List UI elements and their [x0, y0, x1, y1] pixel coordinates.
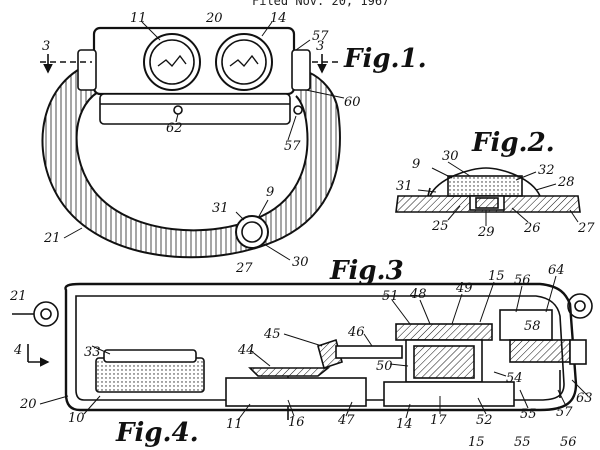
- ref-57-lower: 57: [284, 139, 301, 154]
- ref-48: 48: [410, 287, 427, 302]
- ref-50: 50: [376, 359, 393, 374]
- ref-15-bottom: 15: [468, 435, 485, 450]
- figure-3-mechanism: [12, 275, 593, 421]
- ref-3-left: 3: [42, 39, 51, 54]
- ref-52: 52: [476, 413, 493, 428]
- ref-58: 58: [524, 319, 541, 334]
- figure-1-device: [40, 21, 345, 261]
- ref-21: 21: [44, 231, 61, 246]
- ref-11: 11: [130, 11, 147, 26]
- figure-2-section: [395, 161, 581, 226]
- filing-date-header: Filed Nov. 20, 1967: [252, 0, 390, 8]
- ref-44: 44: [238, 343, 255, 358]
- ref-49: 49: [456, 281, 473, 296]
- ref-54: 54: [506, 371, 523, 386]
- ref-3-right: 3: [316, 39, 325, 54]
- ref-20: 20: [206, 11, 223, 26]
- ref-25: 25: [432, 219, 449, 234]
- figure-4-label: Fig.4.: [116, 418, 199, 448]
- figure-1-label: Fig.1.: [344, 44, 427, 74]
- ref-46: 46: [348, 325, 365, 340]
- ref-56-bottom: 56: [560, 435, 577, 450]
- ref-31-fig2: 31: [396, 179, 413, 194]
- ref-21-fig3: 21: [10, 289, 27, 304]
- ref-27: 27: [236, 261, 253, 276]
- figure-2-label: Fig.2.: [472, 128, 555, 158]
- ref-28: 28: [558, 175, 575, 190]
- ref-4: 4: [14, 343, 23, 358]
- ref-10: 10: [68, 411, 85, 426]
- ref-55: 55: [520, 407, 537, 422]
- ref-30: 30: [292, 255, 309, 270]
- ref-26: 26: [524, 221, 541, 236]
- ref-51: 51: [382, 289, 399, 304]
- ref-63: 63: [576, 391, 593, 406]
- ref-17: 17: [430, 413, 447, 428]
- ref-55-bottom: 55: [514, 435, 531, 450]
- figure-3-label: Fig.3: [330, 256, 404, 286]
- ref-14-fig4: 14: [396, 417, 413, 432]
- ref-33: 33: [84, 345, 101, 360]
- ref-32: 32: [538, 163, 555, 178]
- ref-11-fig4: 11: [226, 417, 243, 432]
- ref-20-fig4: 20: [20, 397, 37, 412]
- ref-15: 15: [488, 269, 505, 284]
- ref-45: 45: [264, 327, 281, 342]
- ref-47: 47: [338, 413, 355, 428]
- ref-29: 29: [478, 225, 495, 240]
- ref-62: 62: [166, 121, 183, 136]
- ref-9-fig2: 9: [412, 157, 421, 172]
- ref-64: 64: [548, 263, 565, 278]
- ref-30-fig2: 30: [442, 149, 459, 164]
- ref-31: 31: [212, 201, 229, 216]
- ref-9: 9: [266, 185, 275, 200]
- ref-57: 57: [312, 29, 329, 44]
- ref-14: 14: [270, 11, 287, 26]
- ref-60: 60: [344, 95, 361, 110]
- ref-27-fig2: 27: [578, 221, 595, 236]
- ref-16: 16: [288, 415, 305, 430]
- ref-57-fig4: 57: [556, 405, 573, 420]
- ref-56: 56: [514, 273, 531, 288]
